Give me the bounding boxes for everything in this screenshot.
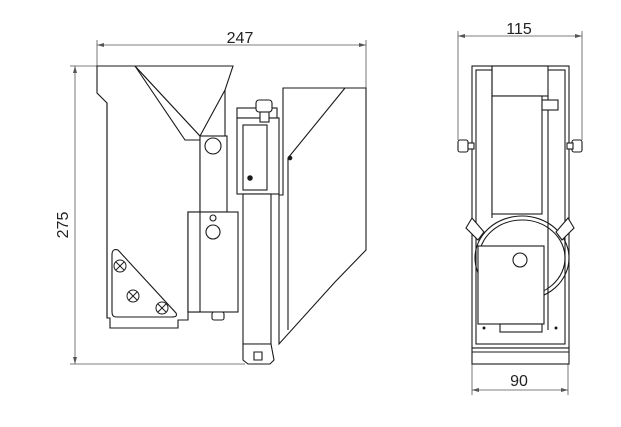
screw-icon (155, 301, 169, 315)
front-clip-left (465, 217, 485, 241)
dimension-label-base-width: 90 (510, 373, 528, 390)
front-view (457, 65, 583, 365)
side-top-knob-stem (259, 111, 270, 123)
side-pin (209, 214, 217, 222)
front-small-dots (482, 326, 558, 330)
side-foot-notch (253, 351, 263, 361)
dimension-label-side-height: 275 (55, 212, 72, 239)
front-lamp-dot (512, 252, 528, 268)
front-mid-tab (541, 99, 559, 111)
front-base (471, 347, 570, 365)
dimension-arrows (73, 34, 582, 392)
side-view (96, 65, 367, 365)
front-knob-left (457, 139, 475, 153)
side-column-slot (187, 211, 201, 313)
front-lamp-base (499, 323, 543, 333)
side-bracket-dot (247, 175, 253, 181)
front-lamp-box (477, 245, 545, 325)
side-hopper-fold (283, 87, 347, 159)
front-knob-right (566, 139, 583, 153)
side-housing-chamfer (134, 65, 200, 141)
side-knob-lower (205, 224, 221, 240)
dimension-lines (70, 31, 583, 395)
dimension-label-side-width: 247 (227, 30, 254, 47)
screw-icon (126, 289, 140, 303)
side-bracket-band (242, 124, 268, 191)
side-upright (242, 193, 272, 345)
side-hopper (278, 87, 367, 346)
side-hopper-dot (287, 155, 293, 161)
side-knob (204, 137, 222, 155)
front-top-band (491, 65, 549, 97)
front-mid-block (491, 95, 543, 215)
side-top-knob (255, 99, 273, 113)
screw-icon (113, 259, 127, 273)
dimension-label-front-width: 115 (506, 21, 532, 38)
side-bottom-bolt (211, 311, 225, 321)
side-screws (113, 259, 169, 315)
front-clip-right (555, 217, 575, 241)
side-foot (242, 343, 275, 365)
